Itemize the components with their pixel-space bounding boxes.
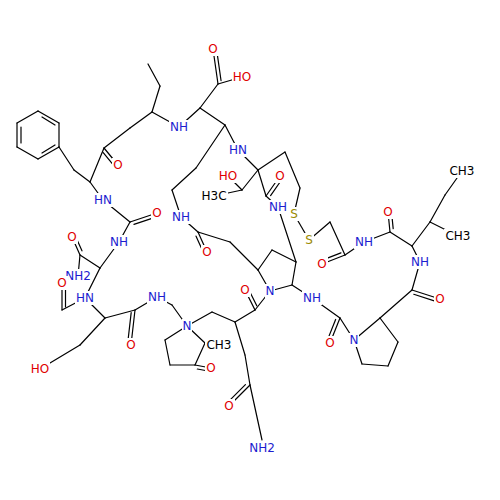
bond-line <box>200 84 218 108</box>
bond-line <box>42 145 55 153</box>
bond-line <box>195 343 205 365</box>
bond-line <box>380 318 398 342</box>
atom-label: O <box>274 169 285 183</box>
bond-line <box>42 117 55 125</box>
atom-label: CH3 <box>205 338 232 352</box>
bond-line <box>58 123 59 147</box>
atom-label: NH <box>354 235 374 249</box>
atom-label: HO <box>30 362 50 376</box>
bond-line <box>258 250 272 270</box>
atom-label: NH2 <box>248 441 276 455</box>
bond-line <box>90 148 104 182</box>
atom-label: NH <box>268 200 288 214</box>
atom-label: O <box>324 336 335 350</box>
atom-label: O <box>205 361 216 375</box>
atom-label: HO <box>232 70 252 84</box>
atom-label: NH <box>410 255 430 269</box>
atom-label: HN <box>228 143 248 157</box>
bond-line <box>388 342 398 366</box>
bond-line <box>170 364 195 365</box>
atom-label: O <box>239 283 250 297</box>
bond-line <box>165 340 170 365</box>
bond-line <box>172 168 196 190</box>
bond-line <box>198 232 230 242</box>
bond-line <box>390 232 412 246</box>
atom-label: O <box>316 257 327 271</box>
bond-line <box>80 318 105 345</box>
atom-label: O <box>112 158 123 172</box>
atom-label: O <box>125 338 136 352</box>
atom-label: O <box>66 230 77 244</box>
bond-line <box>148 64 160 86</box>
bond-line <box>430 195 445 222</box>
bond-line <box>272 250 296 262</box>
atom-label: O <box>201 245 212 259</box>
bond-line <box>245 355 250 385</box>
bond-line <box>20 127 21 143</box>
atom-label: N <box>265 284 276 298</box>
bond-line <box>285 152 300 188</box>
atom-label: H3C <box>200 189 227 203</box>
atom-label: NH <box>302 291 322 305</box>
atom-label: O <box>382 205 393 219</box>
bond-line <box>59 147 74 170</box>
bond-line <box>212 312 235 322</box>
atom-label: O <box>223 399 234 413</box>
bond-line <box>412 222 430 246</box>
bond-line <box>16 123 17 147</box>
bond-line <box>330 222 345 255</box>
atom-label: HO <box>218 169 238 183</box>
atom-label: HN <box>75 291 95 305</box>
atom-label: HN <box>93 193 113 207</box>
bond-line <box>250 385 262 440</box>
atom-label: O <box>207 42 218 56</box>
atom-label: CH3 <box>448 164 475 178</box>
bond-line <box>258 152 285 170</box>
atom-label: N <box>182 319 193 333</box>
bond-line <box>74 170 90 182</box>
bond-line <box>258 170 266 196</box>
atom-label: CH3 <box>444 229 471 243</box>
bond-line <box>152 86 160 112</box>
bond-line <box>105 310 135 318</box>
atom-label: O <box>434 292 445 306</box>
atom-label: O <box>56 276 67 290</box>
bond-line <box>80 255 100 268</box>
bond-line <box>362 364 388 366</box>
bond-line <box>196 125 225 168</box>
atom-label: N <box>349 333 360 347</box>
bond-line <box>242 170 258 190</box>
atom-label: O <box>151 206 162 220</box>
bond-line <box>380 290 412 318</box>
bond-line <box>235 322 245 355</box>
bond-line <box>200 108 225 125</box>
bond-line <box>17 147 38 159</box>
atom-label: NH <box>109 235 129 249</box>
bond-line <box>130 112 152 128</box>
atom-label: NH2 <box>64 269 92 283</box>
atom-label: S <box>304 233 314 247</box>
bond-line <box>17 111 38 123</box>
bond-line <box>230 242 258 270</box>
bond-line <box>104 128 130 148</box>
atom-label: NH <box>147 290 167 304</box>
bond-line <box>292 262 296 285</box>
atom-label: S <box>289 207 299 221</box>
bond-line <box>235 310 255 322</box>
atom-label: NH <box>171 210 191 224</box>
atom-label: NH <box>169 120 189 134</box>
